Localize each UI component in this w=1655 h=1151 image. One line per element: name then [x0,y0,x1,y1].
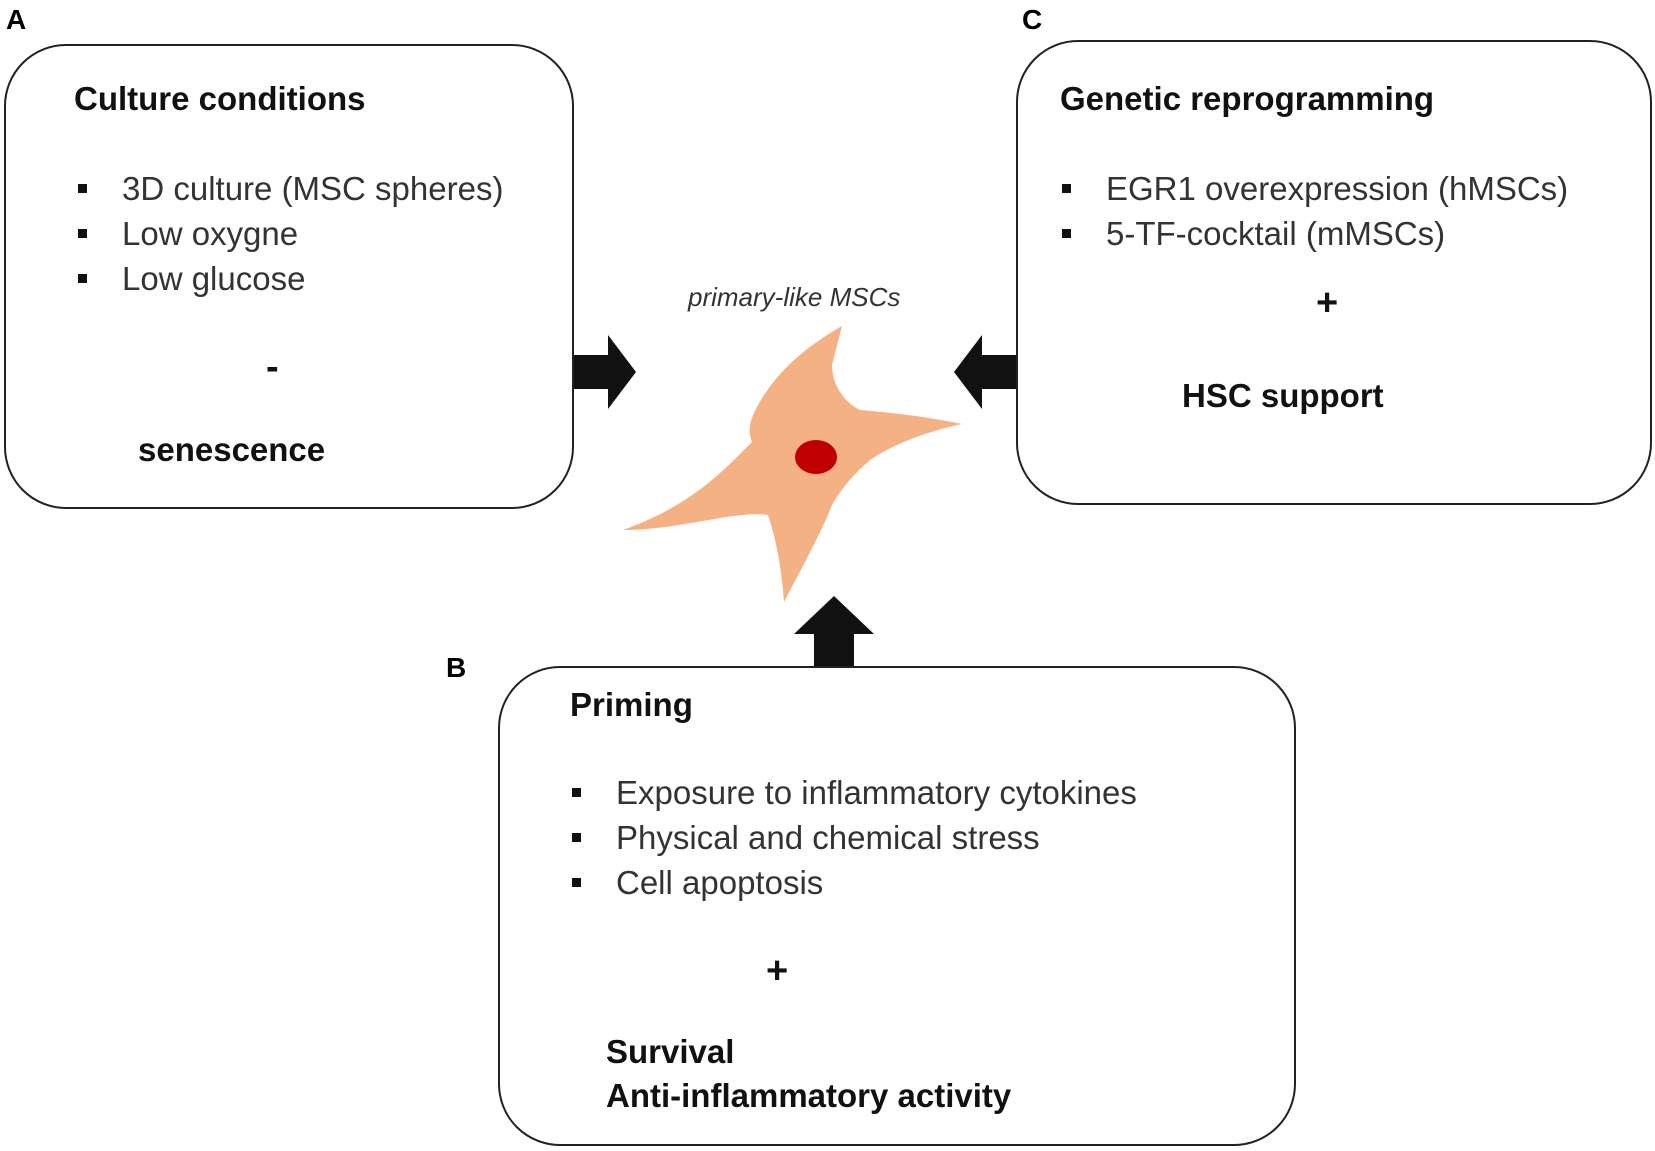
panel-b-outcome-survival: Survival [606,1033,735,1070]
msc-cell-body [623,326,962,602]
panel-a-list: 3D culture (MSC spheres) Low oxygne Low … [78,166,503,301]
list-item: 3D culture (MSC spheres) [78,166,503,211]
panel-b-list: Exposure to inflammatory cytokines Physi… [572,770,1137,905]
arrow-a-to-cell [573,335,636,409]
panel-a-effect-sign: - [266,346,279,388]
panel-a-title: Culture conditions [74,80,366,117]
bullet-icon [78,229,87,238]
list-item: Physical and chemical stress [572,815,1137,860]
panel-c-box [1016,40,1652,505]
arrow-b-to-cell [794,596,874,668]
list-item: Low glucose [78,256,503,301]
bullet-icon [572,833,581,842]
list-item: EGR1 overexpression (hMSCs) [1062,166,1568,211]
panel-b-box [498,666,1296,1146]
bullet-icon [1062,229,1071,238]
panel-b-title: Priming [570,686,693,723]
center-cell-label: primary-like MSCs [688,282,901,312]
panel-c-effect-sign: + [1316,282,1339,324]
msc-cell-nucleus [795,440,837,474]
panel-letter-a: A [6,4,27,35]
list-item: Low oxygne [78,211,503,256]
list-item: Cell apoptosis [572,860,1137,905]
arrow-c-to-cell [954,335,1017,409]
panel-c-list: EGR1 overexpression (hMSCs) 5-TF-cocktai… [1062,166,1568,256]
panel-b-effect-sign: + [766,950,789,992]
bullet-icon [572,788,581,797]
panel-b-outcome-anti-inflammatory: Anti-inflammatory activity [606,1077,1012,1114]
bullet-icon [78,184,87,193]
list-item: 5-TF-cocktail (mMSCs) [1062,211,1568,256]
list-item: Exposure to inflammatory cytokines [572,770,1137,815]
panel-letter-c: C [1022,4,1043,35]
bullet-icon [78,274,87,283]
bullet-icon [1062,184,1071,193]
panel-a-box [4,44,574,509]
panel-a-outcome: senescence [138,431,326,468]
panel-letter-b: B [446,652,467,683]
bullet-icon [572,878,581,887]
panel-c-title: Genetic reprogramming [1060,80,1435,117]
panel-c-outcome: HSC support [1182,377,1384,414]
